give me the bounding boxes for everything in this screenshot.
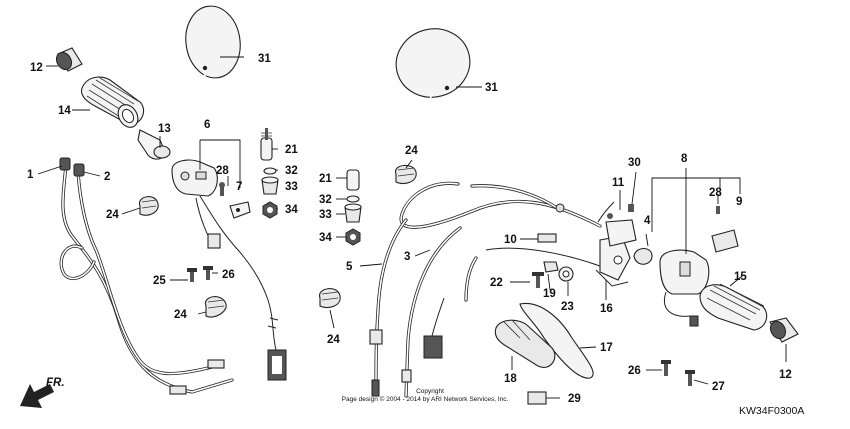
label-6: 6 [204, 119, 210, 131]
label-34-left: 34 [285, 204, 298, 216]
right-grip-end [769, 317, 799, 343]
right-mirror-mount-hardware [344, 169, 362, 246]
label-13: 13 [158, 123, 171, 135]
part-number-labels: 12 14 13 1 2 24 6 28 7 31 21 32 33 34 25… [27, 53, 792, 405]
label-32-left: 32 [285, 165, 298, 177]
label-34-right: 34 [319, 232, 332, 244]
label-4: 4 [644, 215, 651, 227]
left-grip [80, 76, 145, 128]
label-18: 18 [504, 373, 517, 385]
label-10: 10 [504, 234, 517, 246]
label-16: 16 [600, 303, 613, 315]
label-9: 9 [736, 196, 742, 208]
cable-clamp-left-upper [138, 196, 159, 216]
label-25: 25 [153, 275, 166, 287]
label-21-right: 21 [319, 173, 332, 185]
throttle-pipe [137, 129, 171, 160]
label-12-right: 12 [779, 369, 792, 381]
cable-clamp-center-lower [319, 288, 341, 309]
label-23: 23 [561, 301, 574, 313]
left-switch-hardware [219, 182, 251, 219]
left-switch-assembly [171, 159, 287, 381]
left-mirror-mount-hardware [260, 128, 279, 219]
right-switch-assembly [659, 206, 739, 327]
cable-clamp-left-lower [205, 296, 227, 318]
clutch-lever-holder [595, 219, 637, 287]
label-7: 7 [236, 181, 242, 193]
left-grip-end [55, 47, 83, 72]
label-26-right: 26 [628, 365, 641, 377]
label-24-c: 24 [405, 145, 418, 157]
leader-lines [37, 56, 787, 399]
label-15: 15 [734, 271, 747, 283]
lever-boot [494, 319, 556, 368]
label-8: 8 [681, 153, 688, 165]
label-30: 30 [628, 157, 641, 169]
label-17: 17 [600, 342, 613, 354]
label-24-d: 24 [327, 334, 340, 346]
diagram-code: KW34F0300A [739, 405, 804, 417]
label-33-right: 33 [319, 209, 332, 221]
label-28-left: 28 [216, 165, 229, 177]
copyright-line-1: Copyright [416, 388, 444, 395]
label-31-right: 31 [485, 82, 498, 94]
label-28-right: 28 [709, 187, 722, 199]
label-19: 19 [543, 288, 556, 300]
clutch-small-parts [527, 201, 653, 405]
label-24-b: 24 [174, 309, 187, 321]
label-29: 29 [568, 393, 581, 405]
label-26-left: 26 [222, 269, 235, 281]
label-2: 2 [104, 171, 110, 183]
label-3: 3 [404, 251, 410, 263]
front-label: FR. [46, 377, 65, 389]
label-12-left: 12 [30, 62, 43, 74]
right-grip [699, 283, 768, 331]
label-33-left: 33 [285, 181, 298, 193]
copyright-line-2: Page design © 2004 - 2014 by ARI Network… [342, 395, 509, 403]
left-bolts [187, 266, 213, 282]
label-27: 27 [712, 381, 725, 393]
label-32-right: 32 [319, 194, 332, 206]
label-11: 11 [612, 177, 625, 189]
label-31-left: 31 [258, 53, 271, 65]
label-22: 22 [490, 277, 503, 289]
front-direction-arrow: FR. [20, 377, 65, 408]
label-5: 5 [346, 261, 353, 273]
right-mirror [351, 28, 471, 151]
clutch-lever [519, 302, 594, 379]
label-1: 1 [27, 169, 34, 181]
label-24-a: 24 [106, 209, 119, 221]
label-21-left: 21 [285, 144, 298, 156]
left-mirror [185, 5, 259, 131]
clutch-and-choke-cables [369, 181, 602, 398]
throttle-cables [59, 157, 234, 395]
cable-clamp-center-upper [395, 164, 417, 185]
label-14: 14 [58, 105, 71, 117]
right-bolts [661, 360, 695, 386]
